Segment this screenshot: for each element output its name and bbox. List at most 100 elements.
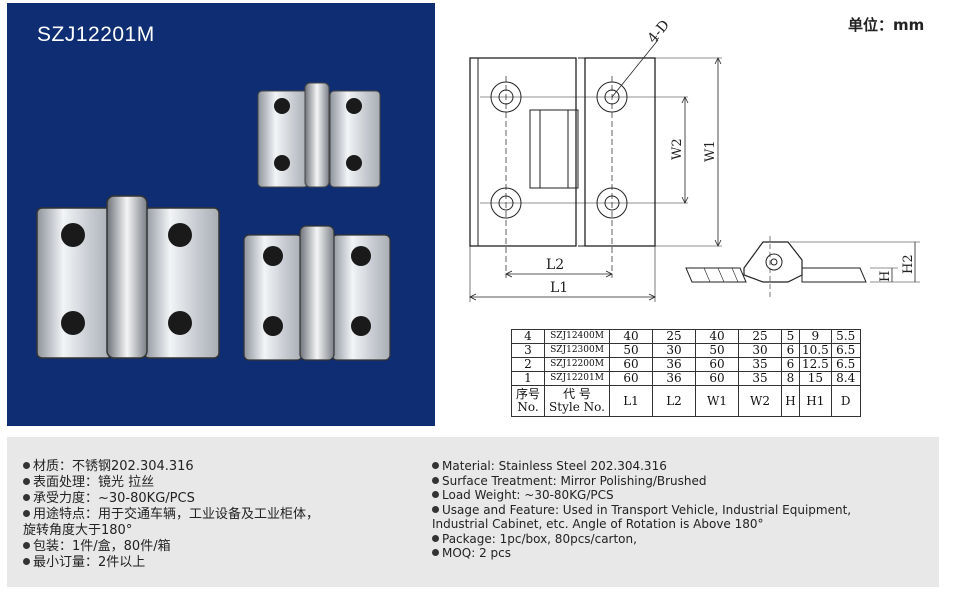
spec-header-d: D xyxy=(830,385,861,417)
spec-header-text: 代 号 xyxy=(563,387,591,401)
bullet-icon xyxy=(23,558,30,565)
bullet-icon xyxy=(432,534,439,542)
spec-header-text: W1 xyxy=(707,393,727,408)
spec-cell-w2: 30 xyxy=(738,343,782,358)
spec-cell-w1: 60 xyxy=(695,357,739,372)
spec-header-text: L2 xyxy=(666,393,682,408)
spec-cell-d: 6.5 xyxy=(830,343,861,358)
info-line: 包装：1件/盒，80件/箱 xyxy=(23,539,319,555)
spec-header-text: 序号 xyxy=(515,387,540,401)
spec-cell-h: 8 xyxy=(781,371,800,386)
info-line: Material: Stainless Steel 202.304.316 xyxy=(432,459,851,474)
bullet-icon xyxy=(432,491,439,498)
spec-cell-l2: 25 xyxy=(652,329,696,344)
spec-header-text: Style No. xyxy=(549,400,605,414)
dim-l2-label: L2 xyxy=(546,257,564,273)
bullet-icon xyxy=(23,494,30,501)
hinge-medium xyxy=(243,225,391,361)
spec-cell-no: 4 xyxy=(511,329,545,344)
spec-cell-code: SZJ12200M xyxy=(544,357,610,372)
spec-header-text: L1 xyxy=(623,393,639,408)
spec-cell-d: 6.5 xyxy=(830,357,861,372)
info-line: 最小订量：2件以上 xyxy=(23,555,319,571)
spec-cell-w2: 35 xyxy=(738,371,782,386)
spec-header-text: H xyxy=(785,393,796,408)
bullet-icon xyxy=(432,462,439,469)
spec-cell-l1: 60 xyxy=(609,371,653,386)
spec-header-text: No. xyxy=(517,400,539,414)
info-text: Industrial Cabinet, etc. Angle of Rotati… xyxy=(432,517,764,531)
spec-cell-l2: 36 xyxy=(652,357,696,372)
bullet-icon xyxy=(432,505,439,513)
spec-cell-h: 6 xyxy=(781,343,800,358)
info-text: 承受力度：~30-80KG/PCS xyxy=(33,491,195,506)
mounting-holes xyxy=(490,81,628,219)
side-view xyxy=(685,236,867,298)
info-line: 承受力度：~30-80KG/PCS xyxy=(23,491,319,507)
spec-header-text: H1 xyxy=(806,393,825,408)
hinge-small xyxy=(257,82,381,188)
spec-header-text: D xyxy=(840,393,851,408)
spec-cell-h1: 10.5 xyxy=(799,343,832,358)
spec-header-h: H xyxy=(781,385,800,417)
spec-header-text: W2 xyxy=(750,393,770,408)
dim-w2-label: W2 xyxy=(670,138,685,160)
spec-cell-l2: 36 xyxy=(652,371,696,386)
info-text: 表面处理：镜光 拉丝 xyxy=(33,475,155,490)
technical-drawing: 4-D W2 W1 L2 L1 H H2 xyxy=(469,17,920,302)
info-text: 旋转角度大于180° xyxy=(23,523,133,538)
info-line: Surface Treatment: Mirror Polishing/Brus… xyxy=(432,474,851,489)
spec-header-l2: L2 xyxy=(652,385,696,417)
bullet-icon xyxy=(432,476,439,484)
dim-w1-label: W1 xyxy=(703,140,718,162)
hole-dimension-label: 4-D xyxy=(645,17,673,46)
info-text: Package: 1pc/box, 80pcs/carton, xyxy=(442,531,637,546)
info-line: 表面处理：镜光 拉丝 xyxy=(23,475,319,491)
info-text: 最小订量：2件以上 xyxy=(33,555,146,570)
bullet-icon xyxy=(432,549,439,556)
spec-cell-code: SZJ12400M xyxy=(544,329,610,344)
dim-h2-label: H2 xyxy=(901,254,916,274)
spec-cell-w2: 25 xyxy=(738,329,782,344)
spec-header-w1: W1 xyxy=(695,385,739,417)
spec-header-l1: L1 xyxy=(609,385,653,417)
spec-cell-no: 3 xyxy=(511,343,545,358)
bullet-icon xyxy=(23,542,30,549)
spec-cell-no: 1 xyxy=(511,371,545,386)
dim-l1-label: L1 xyxy=(550,280,568,296)
info-line: Load Weight: ~30-80KG/PCS xyxy=(432,488,851,503)
info-line: Usage and Feature: Used in Transport Veh… xyxy=(432,503,851,518)
hinge-photos xyxy=(36,82,391,361)
spec-cell-no: 2 xyxy=(511,357,545,372)
product-photo: SZJ12201M xyxy=(7,3,435,426)
spec-cell-code: SZJ12300M xyxy=(544,343,610,358)
info-text: MOQ: 2 pcs xyxy=(442,546,512,560)
info-text: 用途特点：用于交通车辆，工业设备及工业柜体， xyxy=(33,507,320,522)
dim-h-label: H xyxy=(878,271,893,282)
spec-cell-h1: 15 xyxy=(799,371,832,386)
bullet-icon xyxy=(23,478,30,485)
info-line: MOQ: 2 pcs xyxy=(432,546,851,561)
spec-cell-h1: 9 xyxy=(799,329,832,344)
info-text: Material: Stainless Steel 202.304.316 xyxy=(442,459,667,473)
spec-cell-h: 5 xyxy=(781,329,800,344)
product-model-title: SZJ12201M xyxy=(37,23,155,46)
unit-label: 单位：mm xyxy=(848,16,925,34)
spec-cell-d: 8.4 xyxy=(830,371,861,386)
spec-cell-l1: 40 xyxy=(609,329,653,344)
spec-cell-l1: 60 xyxy=(609,357,653,372)
spec-cell-w1: 60 xyxy=(695,371,739,386)
info-line: 材质：不锈钢202.304.316 xyxy=(23,459,319,475)
spec-header-h1: H1 xyxy=(799,385,832,417)
spec-cell-w1: 40 xyxy=(695,329,739,344)
hinge-large xyxy=(36,195,220,359)
